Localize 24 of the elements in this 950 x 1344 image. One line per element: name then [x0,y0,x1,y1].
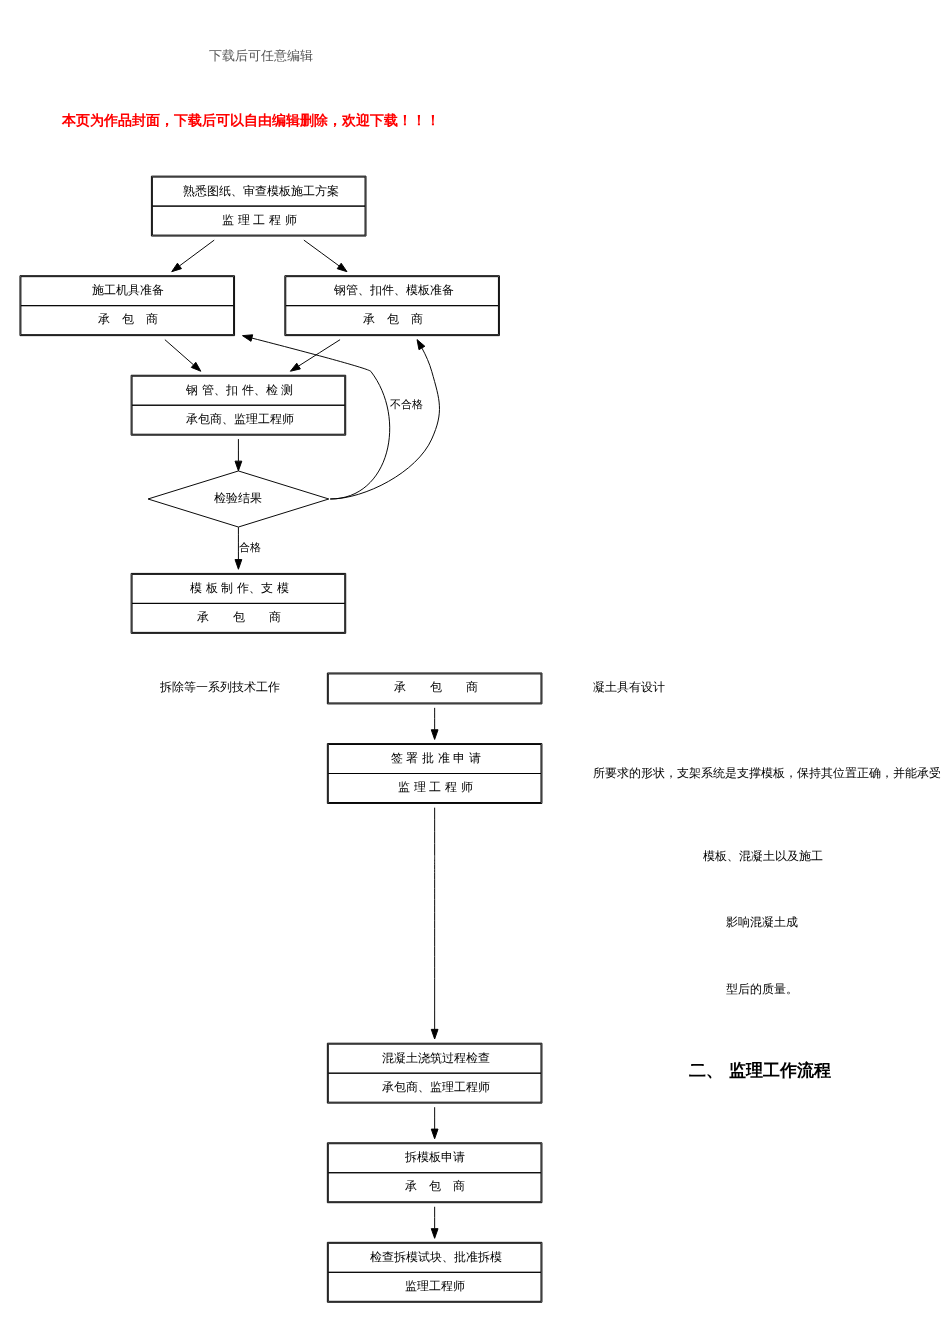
label: 拆除等一系列技术工作 [159,679,280,694]
label: 下载后可任意编辑 [208,47,313,63]
arrow [303,239,348,272]
arrow [242,333,391,499]
node-diamond: 检验结果 [147,469,330,527]
arrow [234,526,243,570]
arrow [430,1205,439,1239]
arrow [430,806,439,1039]
arrow [329,338,440,499]
arrow [234,438,243,471]
label: 型后的质量。 [726,981,799,996]
label: 所要求的形状，支架系统是支撑模板，保持其位置正确，并能承受 [592,765,941,780]
label: 本页为作品封面，下载后可以自由编辑删除，欢迎下载！！！ [62,111,441,128]
label: 凝土具有设计 [592,679,665,694]
label: 模板、混凝土以及施工 [702,848,823,863]
edge-label: 合格 [238,540,261,554]
arrow [164,338,202,372]
label: 二、 监理工作流程 [688,1059,831,1080]
label: 影响混凝土成 [726,914,799,929]
arrow [430,706,439,740]
arrow [289,338,341,372]
edge-label: 不合格 [390,397,424,411]
arrow [430,1106,439,1139]
arrow [171,239,215,272]
